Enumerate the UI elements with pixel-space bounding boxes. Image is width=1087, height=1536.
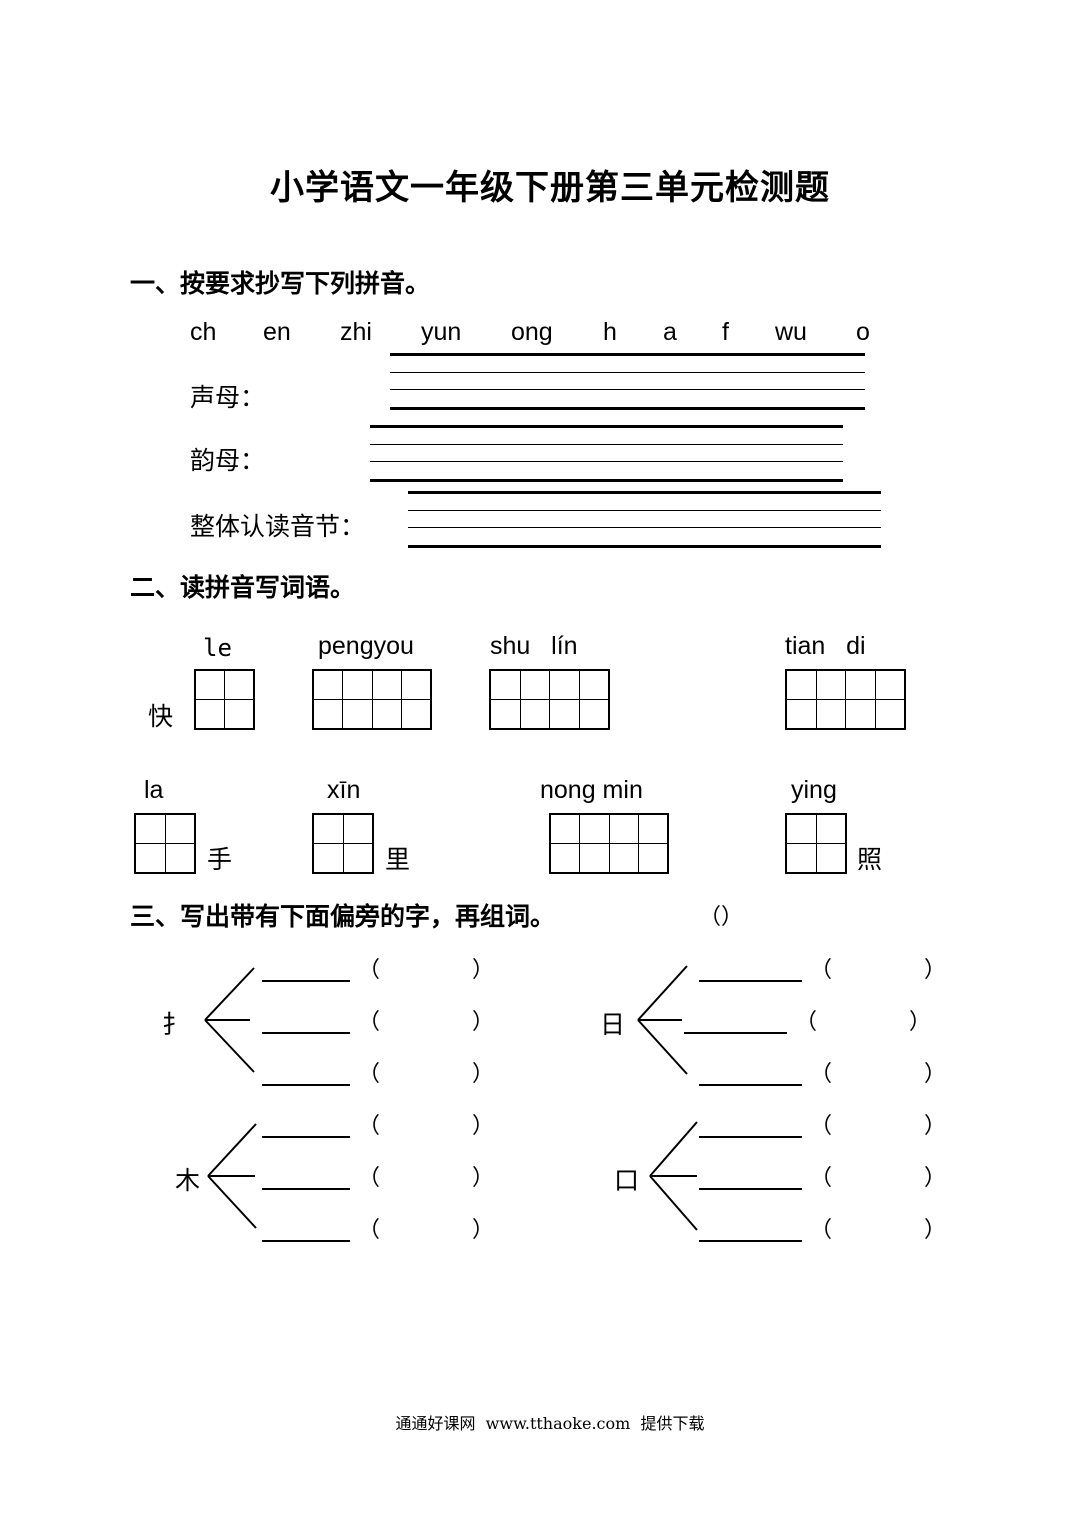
- answer-blank[interactable]: [699, 1240, 802, 1242]
- pinyin-label: nong min: [540, 776, 643, 804]
- open-paren: （: [358, 1218, 381, 1243]
- stray-parentheses: （）: [699, 905, 744, 930]
- tianzige-grid[interactable]: [312, 813, 374, 874]
- answer-blank[interactable]: [699, 1136, 802, 1138]
- close-paren: ）: [472, 1218, 495, 1243]
- pinyin-label: xīn: [327, 776, 361, 804]
- open-paren: （: [358, 1114, 381, 1139]
- section-1-heading: 一、按要求抄写下列拼音。: [130, 269, 431, 298]
- answer-blank[interactable]: [699, 1084, 802, 1086]
- open-paren: （: [810, 1166, 833, 1191]
- close-paren: ）: [924, 1062, 947, 1087]
- answer-blank[interactable]: [262, 1084, 350, 1086]
- open-paren: （: [358, 1010, 381, 1035]
- answer-blank[interactable]: [684, 1032, 787, 1034]
- answer-blank[interactable]: [262, 1136, 350, 1138]
- pinyin-label: ying: [791, 776, 837, 804]
- close-paren: ）: [472, 1010, 495, 1035]
- answer-blank[interactable]: [262, 980, 350, 982]
- tianzige-grid[interactable]: [785, 813, 847, 874]
- syllable: ong: [511, 318, 553, 346]
- syllable: f: [722, 318, 729, 346]
- pinyin-label: le: [203, 634, 232, 662]
- page-title: 小学语文一年级下册第三单元检测题: [270, 168, 830, 208]
- open-paren: （: [810, 1218, 833, 1243]
- open-paren: （: [795, 1010, 818, 1035]
- syllable: yun: [421, 318, 462, 346]
- close-paren: ）: [472, 1062, 495, 1087]
- tianzige-grid[interactable]: [194, 669, 255, 730]
- syllable: wu: [775, 318, 807, 346]
- open-paren: （: [358, 1166, 381, 1191]
- radical-wood: 木: [175, 1166, 201, 1195]
- pinyin-label: shu lín: [490, 632, 578, 660]
- close-paren: ）: [924, 1218, 947, 1243]
- section-2-heading: 二、读拼音写词语。: [130, 573, 356, 602]
- pinyin-label: la: [144, 776, 164, 804]
- answer-blank[interactable]: [262, 1240, 350, 1242]
- open-paren: （: [810, 1114, 833, 1139]
- close-paren: ）: [924, 1114, 947, 1139]
- label-initials: 声母：: [190, 383, 266, 412]
- close-paren: ）: [472, 1114, 495, 1139]
- syllable: zhi: [340, 318, 372, 346]
- answer-blank[interactable]: [262, 1032, 350, 1034]
- label-finals: 韵母：: [190, 446, 266, 475]
- tianzige-grid[interactable]: [785, 669, 906, 730]
- open-paren: （: [810, 958, 833, 983]
- pinyin-label: tian di: [785, 632, 866, 660]
- label-whole-syllables: 整体认读音节：: [190, 512, 366, 541]
- radical-sun: 日: [600, 1010, 626, 1039]
- answer-blank[interactable]: [699, 1188, 802, 1190]
- syllable: o: [856, 318, 870, 346]
- tianzige-grid[interactable]: [134, 813, 196, 874]
- open-paren: （: [810, 1062, 833, 1087]
- answer-blank[interactable]: [699, 980, 802, 982]
- radical-hand: 扌: [162, 1010, 188, 1039]
- given-character: 手: [207, 845, 233, 874]
- open-paren: （: [358, 958, 381, 983]
- syllable: a: [663, 318, 677, 346]
- given-character: 里: [385, 845, 411, 874]
- tianzige-grid[interactable]: [489, 669, 610, 730]
- close-paren: ）: [472, 958, 495, 983]
- section-3-heading: 三、写出带有下面偏旁的字，再组词。: [130, 902, 556, 931]
- syllable: ch: [190, 318, 217, 346]
- answer-blank[interactable]: [262, 1188, 350, 1190]
- syllable: h: [603, 318, 617, 346]
- close-paren: ）: [924, 1166, 947, 1191]
- close-paren: ）: [472, 1166, 495, 1191]
- pinyin-label: pengyou: [318, 632, 414, 660]
- radical-mouth: 口: [614, 1166, 640, 1195]
- given-character: 照: [857, 845, 883, 874]
- close-paren: ）: [924, 958, 947, 983]
- close-paren: ）: [909, 1010, 932, 1035]
- footer-source: 通通好课网 www.tthaoke.com 提供下载: [395, 1414, 705, 1433]
- tianzige-grid[interactable]: [312, 669, 432, 730]
- syllable: en: [263, 318, 291, 346]
- given-character: 快: [148, 702, 174, 731]
- open-paren: （: [358, 1062, 381, 1087]
- tianzige-grid[interactable]: [549, 813, 669, 874]
